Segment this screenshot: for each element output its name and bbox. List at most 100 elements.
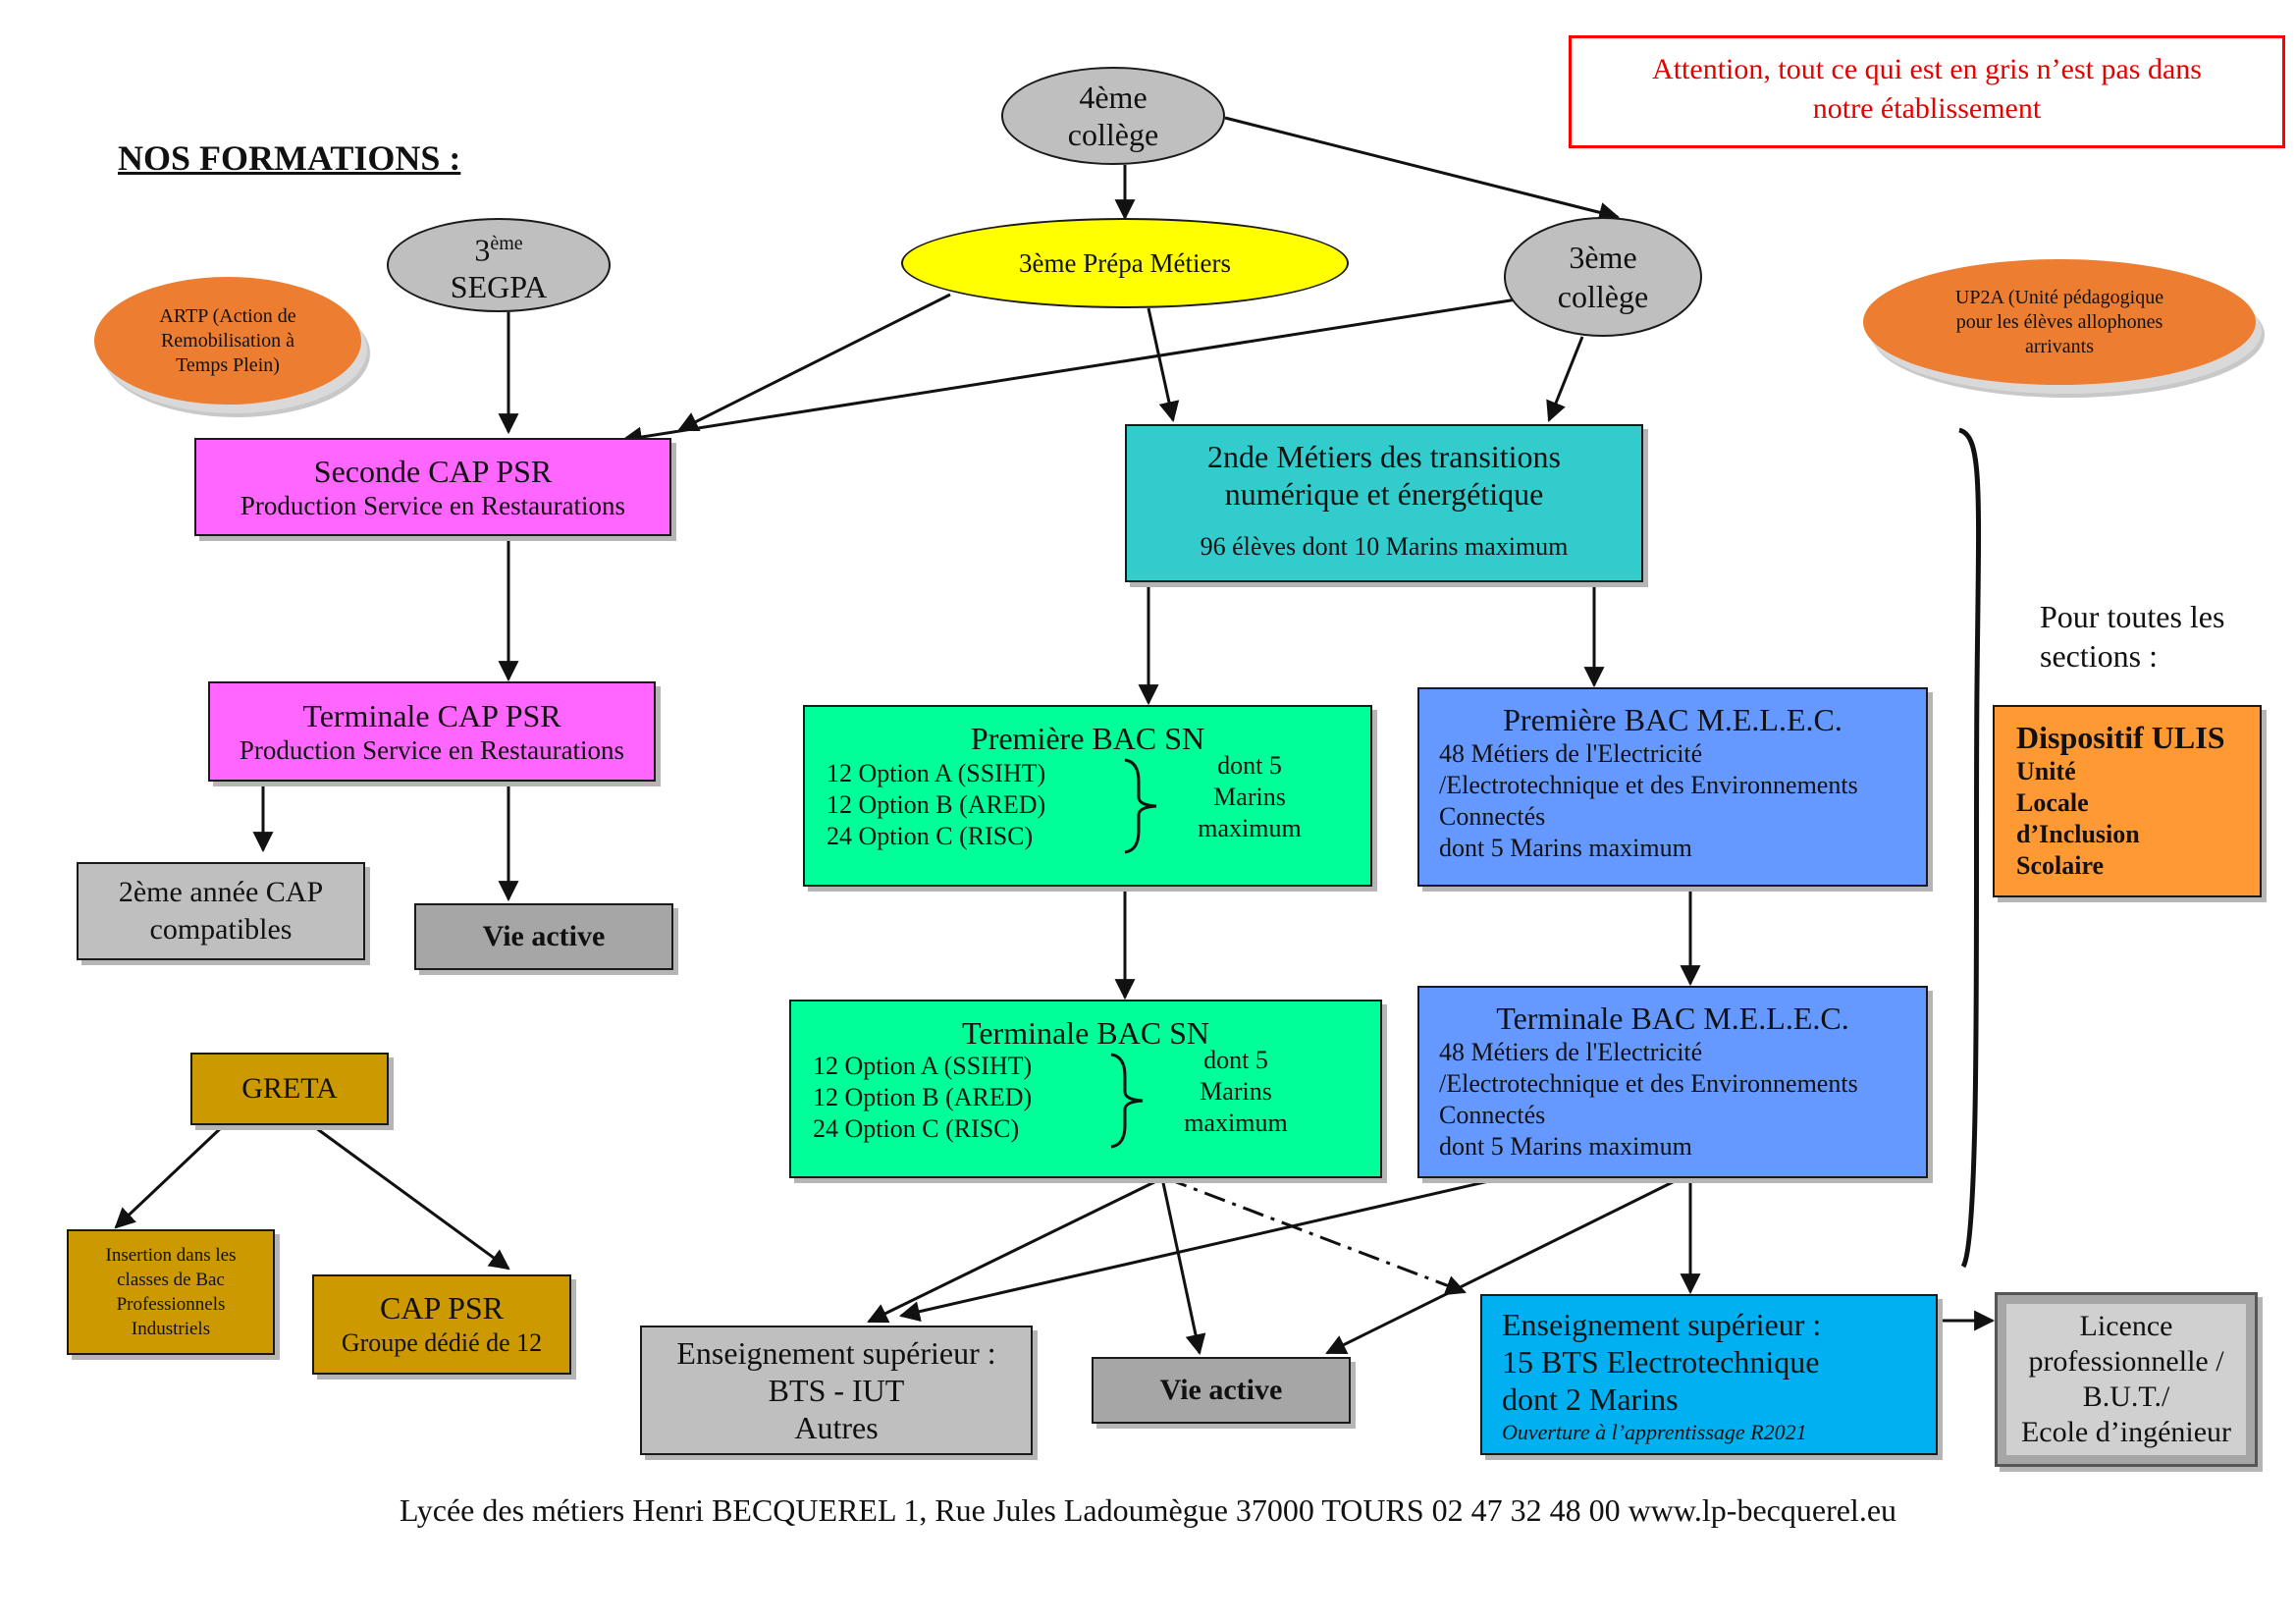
2eme-cap-line-2: compatibles — [149, 913, 293, 946]
node-terminale-bac-sn: Terminale BAC SN 12 Option A (SSIHT) 12 … — [789, 1000, 1382, 1178]
node-cap-psr-greta: CAP PSR Groupe dédié de 12 — [312, 1274, 571, 1375]
premiere-sn-note-3: maximum — [1198, 814, 1302, 842]
node-3eme-college: 3ème collège — [1504, 217, 1702, 337]
arrow-terminale-sn-to-ens-sup-gris — [867, 1176, 1163, 1324]
greta-label: GRETA — [241, 1072, 338, 1105]
sidebar-heading-line-1: Pour toutes les — [2040, 599, 2225, 634]
node-vie-active-bac: Vie active — [1092, 1357, 1351, 1424]
node-artp: ARTP (Action de Remobilisation à Temps P… — [94, 277, 361, 405]
node-up2a-line-3: arrivants — [2025, 335, 2094, 357]
ulis-line-4: Scolaire — [2016, 851, 2105, 880]
arrow-greta-to-cap-psr — [311, 1123, 510, 1271]
ulis-title: Dispositif ULIS — [2016, 720, 2225, 755]
bts-line-3: dont 2 Marins — [1502, 1381, 1679, 1417]
warning-line-1: Attention, tout ce qui est en gris n’est… — [1652, 53, 2202, 85]
bts-line-2: 15 BTS Electrotechnique — [1502, 1344, 1820, 1380]
node-3eme-college-line-2: collège — [1557, 279, 1649, 314]
node-segpa-line-2: SEGPA — [450, 269, 548, 305]
cap-psr-greta-sub: Groupe dédié de 12 — [341, 1328, 543, 1357]
terminale-melec-line-4: dont 5 Marins maximum — [1439, 1132, 1692, 1161]
node-segpa-num: 3 — [474, 232, 491, 268]
2nde-line-2: numérique et énergétique — [1224, 476, 1544, 512]
node-up2a-line-1: UP2A (Unité pédagogique — [1954, 286, 2164, 308]
terminale-cap-sub: Production Service en Restaurations — [239, 735, 625, 765]
terminale-melec-title: Terminale BAC M.E.L.E.C. — [1496, 1001, 1849, 1036]
node-licence-pro: Licence professionnelle / B.U.T./ Ecole … — [1995, 1292, 2258, 1467]
arrow-prepa-to-2nde-mtne — [1147, 307, 1180, 423]
licence-line-4: Ecole d’ingénieur — [2020, 1416, 2232, 1448]
arrow-terminale-sn-to-vie-active — [1160, 1177, 1206, 1356]
node-terminale-cap-psr: Terminale CAP PSR Production Service en … — [208, 681, 656, 782]
licence-inner: Licence professionnelle / B.U.T./ Ecole … — [2006, 1304, 2246, 1455]
licence-line-3: B.U.T./ — [2082, 1380, 2170, 1413]
node-prepa-label: 3ème Prépa Métiers — [1019, 247, 1231, 278]
2nde-line-1: 2nde Métiers des transitions — [1207, 439, 1561, 474]
ens-sup-gris-line-2: BTS - IUT — [768, 1373, 905, 1408]
terminale-sn-note-3: maximum — [1184, 1109, 1288, 1137]
terminale-sn-options: 12 Option A (SSIHT) 12 Option B (ARED) 2… — [813, 1051, 1032, 1145]
node-dispositif-ulis: Dispositif ULIS Unité Locale d’Inclusion… — [1993, 705, 2262, 897]
terminale-melec-line-3: Connectés — [1439, 1101, 1546, 1129]
premiere-sn-option-a: 12 Option A (SSIHT) — [827, 759, 1046, 787]
bts-line-4: Ouverture à l’apprentissage R2021 — [1502, 1420, 1807, 1444]
node-4eme-line-2: collège — [1067, 117, 1159, 152]
premiere-sn-note-2: Marins — [1213, 783, 1286, 811]
ulis-line-1: Unité — [2016, 757, 2076, 785]
node-ens-sup-bts-electrotechnique: Enseignement supérieur : 15 BTS Electrot… — [1480, 1294, 1938, 1455]
2nde-line-3: 96 élèves dont 10 Marins maximum — [1200, 532, 1569, 561]
sidebar-heading: Pour toutes les sections : — [2040, 597, 2224, 676]
arrow-terminale-melec-to-ens-sup-gris — [898, 1176, 1503, 1323]
licence-line-1: Licence — [2079, 1310, 2173, 1342]
premiere-melec-line-1: 48 Métiers de l'Electricité — [1439, 739, 1703, 768]
node-ens-sup-bts-iut: Enseignement supérieur : BTS - IUT Autre… — [640, 1326, 1033, 1455]
terminale-sn-option-b: 12 Option B (ARED) — [813, 1083, 1033, 1111]
sidebar-bracket — [1958, 427, 1982, 1269]
licence-line-2: professionnelle / — [2028, 1345, 2224, 1378]
terminale-sn-option-a: 12 Option A (SSIHT) — [813, 1052, 1033, 1080]
insertion-line-1: Insertion dans les — [105, 1245, 237, 1266]
node-artp-line-1: ARTP (Action de — [159, 304, 296, 327]
node-greta: GRETA — [190, 1053, 389, 1125]
seconde-cap-title: Seconde CAP PSR — [313, 454, 553, 489]
node-artp-line-3: Temps Plein) — [176, 353, 280, 376]
ens-sup-gris-line-3: Autres — [794, 1410, 879, 1445]
terminale-sn-note-1: dont 5 — [1203, 1046, 1268, 1074]
cap-psr-greta-title: CAP PSR — [380, 1290, 504, 1326]
premiere-melec-line-2: /Electrotechnique et des Environnements — [1439, 771, 1858, 799]
premiere-melec-line-4: dont 5 Marins maximum — [1439, 834, 1692, 862]
premiere-sn-title: Première BAC SN — [970, 721, 1205, 756]
2eme-cap-line-1: 2ème année CAP — [118, 876, 324, 908]
vie-active-2-label: Vie active — [1159, 1374, 1283, 1406]
premiere-sn-brace-icon — [1124, 758, 1157, 854]
insertion-line-2: classes de Bac — [117, 1270, 225, 1290]
page-title: NOS FORMATIONS : — [118, 138, 461, 178]
arrow-greta-to-insertion — [114, 1123, 226, 1229]
terminale-sn-note: dont 5 Marins maximum — [1162, 1045, 1309, 1139]
arrow-3eme-college-to-2nde-mtne — [1546, 336, 1584, 422]
node-artp-line-2: Remobilisation à — [160, 329, 295, 352]
node-segpa-sup: ème — [490, 232, 523, 254]
premiere-melec-title: Première BAC M.E.L.E.C. — [1503, 702, 1842, 737]
node-up2a-line-2: pour les élèves allophones — [1955, 310, 2163, 333]
node-2eme-annee-cap: 2ème année CAP compatibles — [77, 862, 365, 960]
node-3eme-segpa: 3ème SEGPA — [387, 218, 611, 312]
terminale-sn-title: Terminale BAC SN — [962, 1015, 1209, 1051]
node-3eme-prepa-metiers: 3ème Prépa Métiers — [901, 218, 1349, 308]
premiere-sn-option-b: 12 Option B (ARED) — [827, 790, 1046, 819]
node-3eme-college-line-1: 3ème — [1569, 240, 1637, 275]
terminale-sn-option-c: 24 Option C (RISC) — [813, 1114, 1020, 1143]
node-premiere-bac-melec: Première BAC M.E.L.E.C. 48 Métiers de l'… — [1417, 687, 1928, 887]
vie-active-1-label: Vie active — [482, 920, 606, 952]
premiere-sn-option-c: 24 Option C (RISC) — [827, 822, 1034, 850]
node-segpa-line-1: 3ème — [474, 225, 522, 269]
arrow-terminale-melec-to-vie-active — [1325, 1176, 1682, 1355]
arrow-4eme-to-3eme-college — [1224, 116, 1621, 223]
warning-line-2: notre établissement — [1812, 92, 2042, 125]
ulis-line-2: Locale — [2016, 788, 2089, 817]
arrow-terminale-sn-to-bts-dashed — [1165, 1176, 1467, 1296]
seconde-cap-sub: Production Service en Restaurations — [240, 491, 626, 520]
terminale-melec-line-2: /Electrotechnique et des Environnements — [1439, 1069, 1858, 1098]
terminale-cap-title: Terminale CAP PSR — [302, 698, 561, 733]
ens-sup-gris-line-1: Enseignement supérieur : — [676, 1335, 996, 1371]
